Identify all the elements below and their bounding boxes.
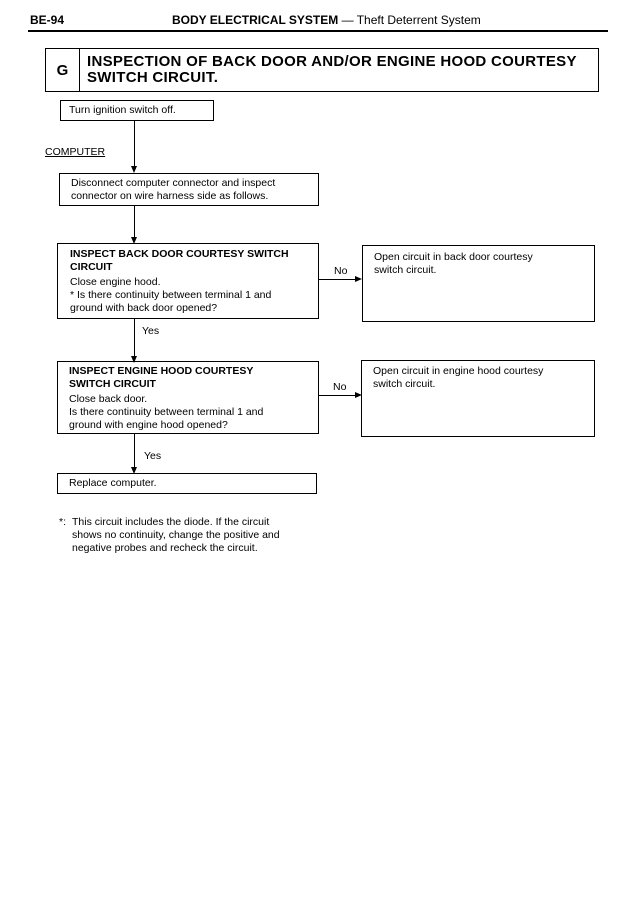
engine-hood-line-1: Close back door. <box>69 393 148 405</box>
arrow-down-3 <box>131 356 137 363</box>
footnote-line-2: shows no continuity, change the positive… <box>72 529 280 541</box>
connector-line-3 <box>134 319 135 358</box>
back-door-heading-1: INSPECT BACK DOOR COURTESY SWITCH <box>70 248 289 260</box>
disconnect-line-2: connector on wire harness side as follow… <box>71 190 269 202</box>
section-name: BODY ELECTRICAL SYSTEM <box>172 13 339 27</box>
replace-computer-box: Replace computer. <box>57 473 317 494</box>
back-door-line-3: ground with back door opened? <box>70 302 218 314</box>
start-box: Turn ignition switch off. <box>60 100 214 121</box>
arrow-down-4 <box>131 467 137 474</box>
engine-hood-heading-2: SWITCH CIRCUIT <box>69 378 156 390</box>
header-rule <box>28 30 608 32</box>
title-letter: G <box>46 49 80 91</box>
back-door-heading-2: CIRCUIT <box>70 261 113 273</box>
engine-hood-result-2: switch circuit. <box>373 378 436 390</box>
header-separator: — <box>338 13 357 27</box>
title-line-2: SWITCH CIRCUIT. <box>87 69 219 86</box>
footnote: This circuit includes the diode. If the … <box>72 516 332 555</box>
connector-line-1 <box>134 121 135 166</box>
engine-hood-result-1: Open circuit in engine hood courtesy <box>373 365 544 377</box>
arrow-down-2 <box>131 237 137 244</box>
disconnect-box: Disconnect computer connector and inspec… <box>59 173 319 206</box>
back-door-result-1: Open circuit in back door courtesy <box>374 251 533 263</box>
footnote-mark: *: <box>59 516 67 528</box>
connector-line-4 <box>134 434 135 467</box>
yes-label-2: Yes <box>144 450 162 462</box>
yes-label-1: Yes <box>142 325 160 337</box>
back-door-line-2: * Is there continuity between terminal 1… <box>70 289 272 301</box>
engine-hood-result-box: Open circuit in engine hood courtesy swi… <box>361 360 595 437</box>
engine-hood-no-label: No <box>333 381 347 393</box>
no-branch-line-1 <box>319 279 355 280</box>
back-door-result-box: Open circuit in back door courtesy switc… <box>362 245 595 322</box>
engine-hood-line-2: Is there continuity between terminal 1 a… <box>69 406 264 418</box>
engine-hood-inspect-box: INSPECT ENGINE HOOD COURTESY SWITCH CIRC… <box>57 361 319 434</box>
final-text: Replace computer. <box>69 477 157 489</box>
connector-line-2 <box>134 206 135 237</box>
back-door-no-label: No <box>334 265 348 277</box>
engine-hood-heading-1: INSPECT ENGINE HOOD COURTESY <box>69 365 254 377</box>
arrow-right-1 <box>355 276 362 282</box>
back-door-result-2: switch circuit. <box>374 264 437 276</box>
arrow-right-2 <box>355 392 362 398</box>
computer-label: COMPUTER <box>45 146 106 158</box>
arrow-down-1 <box>131 166 137 173</box>
title-line-1: INSPECTION OF BACK DOOR AND/OR ENGINE HO… <box>87 53 577 70</box>
disconnect-line-1: Disconnect computer connector and inspec… <box>71 177 276 189</box>
back-door-line-1: Close engine hood. <box>70 276 161 288</box>
page-title: INSPECTION OF BACK DOOR AND/OR ENGINE HO… <box>87 54 592 86</box>
engine-hood-line-3: ground with engine hood opened? <box>69 419 228 431</box>
page-header-title: BODY ELECTRICAL SYSTEM — Theft Deterrent… <box>172 13 481 27</box>
start-text: Turn ignition switch off. <box>69 104 176 116</box>
subsection-name: Theft Deterrent System <box>356 13 481 27</box>
no-branch-line-2 <box>319 395 355 396</box>
footnote-line-3: negative probes and recheck the circuit. <box>72 542 258 554</box>
footnote-line-1: This circuit includes the diode. If the … <box>72 516 270 528</box>
title-box: G INSPECTION OF BACK DOOR AND/OR ENGINE … <box>45 48 599 92</box>
page-code: BE-94 <box>30 13 65 27</box>
back-door-inspect-box: INSPECT BACK DOOR COURTESY SWITCH CIRCUI… <box>57 243 319 319</box>
